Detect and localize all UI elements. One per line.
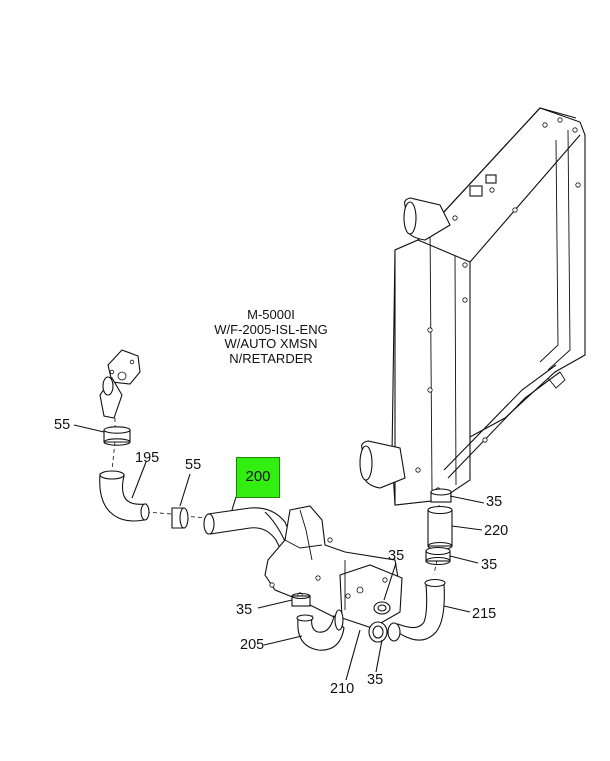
callout-55-mid[interactable]: 55 [185,457,202,473]
clamp-35-right-top [430,488,452,503]
elbow-hose-205 [296,609,345,651]
note-line-transmission: W/AUTO XMSN [224,336,318,352]
callout-35-bottom[interactable]: 35 [367,672,384,688]
callout-210[interactable]: 210 [330,681,355,697]
callout-55-top[interactable]: 55 [54,417,71,433]
elbow-hose-195 [99,470,150,522]
radiator-assembly [359,107,586,506]
callout-200-highlighted[interactable]: 200 [236,457,280,498]
clamp-55-top [103,426,131,446]
clamp-35-bottom [368,621,388,643]
thermostat-housing [99,349,141,419]
callout-205[interactable]: 205 [240,637,265,653]
callout-215[interactable]: 215 [472,606,497,622]
clamp-35-center [373,601,391,615]
leader-lines [73,424,485,681]
callout-35-left[interactable]: 35 [236,602,253,618]
callout-220[interactable]: 220 [484,523,509,539]
callout-35-right-mid[interactable]: 35 [481,557,498,573]
applicability-note: M-5000I W/F-2005-ISL-ENG W/AUTO XMSN N/R… [196,307,346,366]
callout-195[interactable]: 195 [135,450,160,466]
clamp-55-mid [171,507,189,529]
elbow-hose-215 [387,578,446,642]
callout-35-center[interactable]: 35 [388,548,405,564]
clamp-35-right-mid [425,546,451,566]
note-line-engine: W/F-2005-ISL-ENG [214,321,328,337]
note-line-model: M-5000I [247,307,295,322]
callout-35-right-top[interactable]: 35 [486,494,503,510]
clamp-35-left [291,592,311,607]
note-line-retarder: N/RETARDER [229,350,313,366]
hose-220 [427,505,453,551]
